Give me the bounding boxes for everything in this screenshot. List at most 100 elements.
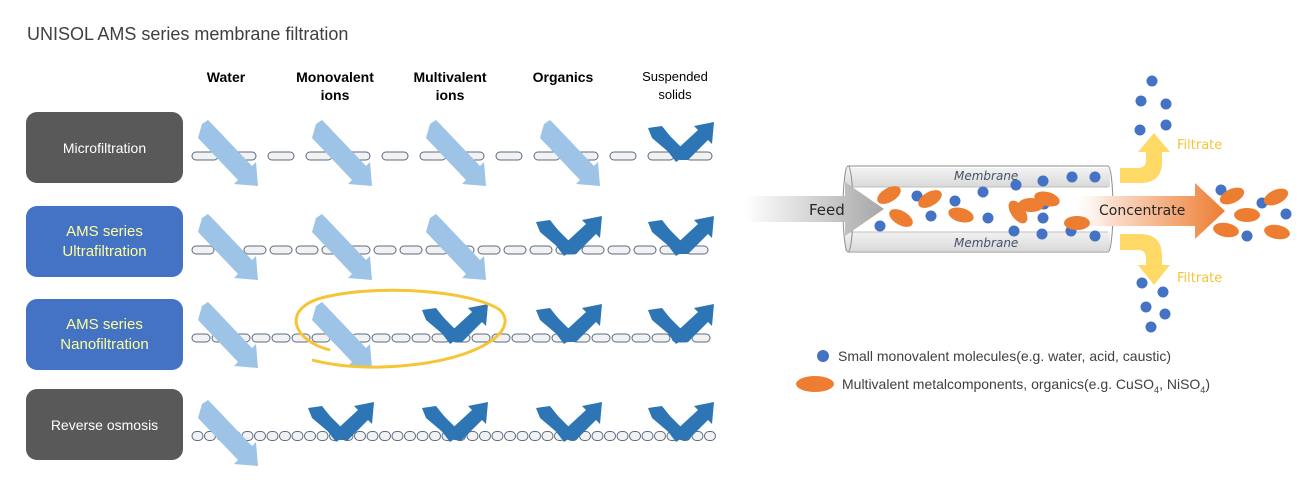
row-label-reverse-osmosis: Reverse osmosis xyxy=(26,389,183,460)
multivalent-particle xyxy=(877,186,901,204)
column-header-water: Water xyxy=(196,68,256,86)
membrane-pore xyxy=(529,245,553,255)
multivalent-particle xyxy=(948,207,974,223)
small-molecule-dot xyxy=(1008,225,1020,237)
small-molecule-dot xyxy=(1256,197,1268,209)
legend-multi-suffix: ) xyxy=(1205,376,1210,392)
legend-small-molecule: Small monovalent molecules(e.g. water, a… xyxy=(838,348,1171,364)
membrane-pore xyxy=(477,245,501,255)
membrane-pore xyxy=(416,431,429,441)
membrane-pore xyxy=(373,245,397,255)
small-molecule-dot xyxy=(982,212,994,224)
filtration-matrix xyxy=(191,120,716,466)
membrane-pore xyxy=(191,245,215,255)
membrane-pore xyxy=(616,431,629,441)
small-molecule-dot xyxy=(1089,171,1101,183)
multivalent-particle xyxy=(1219,187,1245,205)
membrane-pore xyxy=(495,151,523,161)
membrane-pore xyxy=(243,245,267,255)
pass-arrow-icon xyxy=(198,120,258,186)
membrane-pore xyxy=(316,431,329,441)
feed-label: Feed xyxy=(809,201,845,219)
membrane-pore xyxy=(391,431,404,441)
small-molecule-dot xyxy=(1038,198,1050,210)
membrane-pore xyxy=(267,151,295,161)
membrane-pore xyxy=(604,431,616,441)
reject-arrow-icon xyxy=(536,216,602,256)
legend-small-molecule-icon xyxy=(817,350,829,362)
filtrate-top-label: Filtrate xyxy=(1177,138,1223,153)
pass-arrow-icon xyxy=(312,120,372,186)
membrane-pore xyxy=(399,245,423,255)
small-molecule-dot xyxy=(1241,230,1253,242)
pass-arrow-icon xyxy=(540,120,600,186)
multivalent-particle xyxy=(1264,224,1290,240)
membrane-row-reverse_osmosis xyxy=(191,400,716,466)
membrane-pore xyxy=(471,333,491,343)
membrane-pore xyxy=(541,431,554,441)
legend-small-text: Small monovalent molecules(e.g. water, a… xyxy=(838,348,1172,364)
membrane-pore xyxy=(631,333,651,343)
membrane-pore xyxy=(516,431,529,441)
membrane-pore xyxy=(529,431,541,441)
highlight-ellipse xyxy=(294,288,507,369)
small-molecule-dot xyxy=(1160,98,1172,110)
multivalent-particle xyxy=(1263,188,1289,206)
column-label-line2: ions xyxy=(435,87,465,103)
small-molecule-dot xyxy=(1146,75,1158,87)
reject-arrow-icon xyxy=(536,304,602,344)
column-label-line1: Multivalent xyxy=(413,69,487,85)
membrane-pore xyxy=(581,245,605,255)
small-molecule-dot xyxy=(1037,175,1049,187)
multivalent-particle xyxy=(918,190,942,208)
multivalent-particle xyxy=(1234,208,1260,222)
small-molecule-dot xyxy=(1280,208,1292,220)
reject-arrow-icon xyxy=(536,402,602,442)
multivalent-particle xyxy=(1034,191,1060,207)
small-molecule-dot xyxy=(1036,228,1048,240)
membrane-pore xyxy=(611,333,631,343)
membrane-pore xyxy=(511,333,531,343)
membrane-pore xyxy=(641,431,654,441)
membrane-pore xyxy=(654,431,666,441)
pass-arrow-icon xyxy=(198,214,258,280)
row-label-line2: Nanofiltration xyxy=(60,335,149,353)
membrane-pore xyxy=(404,431,416,441)
small-molecule-dot xyxy=(911,190,923,202)
membrane-pore xyxy=(191,431,204,441)
row-label-line1: AMS series xyxy=(66,222,143,240)
reject-arrow-icon xyxy=(648,402,714,442)
small-molecule-dot xyxy=(1157,286,1169,298)
reject-arrow-icon xyxy=(422,402,488,442)
membrane-pore xyxy=(591,333,611,343)
legend-multi-sub1: 4 xyxy=(1154,384,1160,395)
row-label-line2: Ultrafiltration xyxy=(62,242,147,260)
membrane-top-label: Membrane xyxy=(954,169,1019,183)
concentrate-label: Concentrate xyxy=(1099,203,1186,219)
membrane-pore xyxy=(291,431,304,441)
small-molecule-dot xyxy=(1160,119,1172,131)
row-label-line1: Microfiltration xyxy=(62,139,147,156)
membrane-pore xyxy=(254,431,266,441)
legend-multi-sub2: 4 xyxy=(1200,384,1206,395)
small-molecule-dot xyxy=(1066,171,1078,183)
membrane-pore xyxy=(251,333,271,343)
membrane-pore xyxy=(607,245,631,255)
column-header-suspended: Suspended solids xyxy=(630,68,720,104)
membrane-pore xyxy=(366,431,379,441)
column-label-line2: solids xyxy=(658,87,692,102)
column-label: Water xyxy=(206,69,246,85)
column-label: Organics xyxy=(532,69,594,85)
small-molecule-dot xyxy=(925,210,937,222)
small-molecule-dot xyxy=(1037,212,1049,224)
reject-arrow-icon xyxy=(422,304,488,344)
column-label-line2: ions xyxy=(320,87,350,103)
reject-arrow-icon xyxy=(648,122,714,162)
membrane-pore xyxy=(191,333,211,343)
membrane-row-nanofiltration xyxy=(191,302,714,368)
legend-multi-mid: , NiSO xyxy=(1159,376,1201,392)
column-header-organics: Organics xyxy=(518,68,608,86)
column-label-line1: Suspended xyxy=(642,69,708,84)
multivalent-particle xyxy=(1018,198,1044,212)
membrane-pore xyxy=(371,333,391,343)
